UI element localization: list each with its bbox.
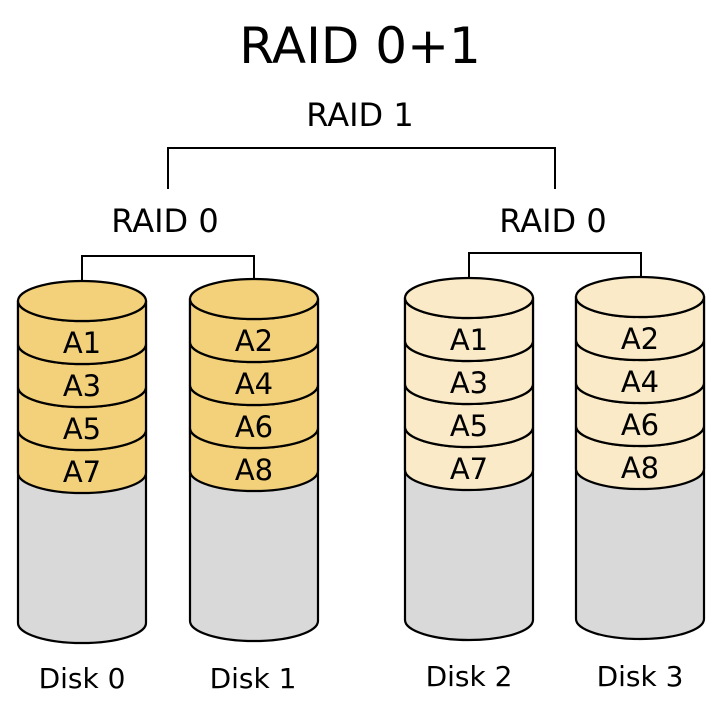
raid0-connector-left <box>81 255 255 298</box>
disk-3: A2 A4 A6 A8 Disk 3 <box>574 275 706 693</box>
disk-label: Disk 2 <box>426 660 513 693</box>
data-block-label: A3 <box>450 366 488 400</box>
raid0-label-right: RAID 0 <box>499 202 606 240</box>
disk-label: Disk 1 <box>210 662 297 695</box>
data-block-label: A2 <box>621 322 659 356</box>
data-block-label: A6 <box>235 410 273 444</box>
raid1-connector <box>167 147 556 189</box>
raid0-label-left: RAID 0 <box>111 202 218 240</box>
disk-top-cap <box>16 279 148 323</box>
data-block-label: A2 <box>235 324 273 358</box>
data-block-label: A6 <box>621 408 659 442</box>
disk-top-cap <box>403 276 535 320</box>
data-block-label: A5 <box>450 409 488 443</box>
disk-label: Disk 3 <box>597 660 684 693</box>
data-block-label: A8 <box>235 453 273 487</box>
data-block-label: A1 <box>63 326 101 360</box>
data-block-label: A7 <box>63 455 101 489</box>
data-block-label: A4 <box>621 365 659 399</box>
disk-top-cap <box>574 275 706 319</box>
data-block-label: A1 <box>450 323 488 357</box>
disk-top-cap <box>188 277 320 321</box>
disk-0: A1 A3 A5 A7 Disk 0 <box>16 279 148 695</box>
disk-label: Disk 0 <box>39 662 126 695</box>
data-block-label: A8 <box>621 451 659 485</box>
diagram-title: RAID 0+1 <box>239 17 481 75</box>
data-block-label: A7 <box>450 452 488 486</box>
raid1-label: RAID 1 <box>306 96 413 134</box>
data-block-label: A3 <box>63 369 101 403</box>
disk-1: A2 A4 A6 A8 Disk 1 <box>188 277 320 695</box>
raid0-connector-right <box>468 252 642 298</box>
raid0-group-right: RAID 0 A1 A3 A5 A7 Disk 2 A2 A4 A6 A8 Di… <box>403 202 706 693</box>
data-block-label: A4 <box>235 367 273 401</box>
data-block-label: A5 <box>63 412 101 446</box>
disk-2: A1 A3 A5 A7 Disk 2 <box>403 276 535 693</box>
raid0-group-left: RAID 0 A1 A3 A5 A7 Disk 0 A2 A4 A6 A8 Di… <box>16 202 320 695</box>
